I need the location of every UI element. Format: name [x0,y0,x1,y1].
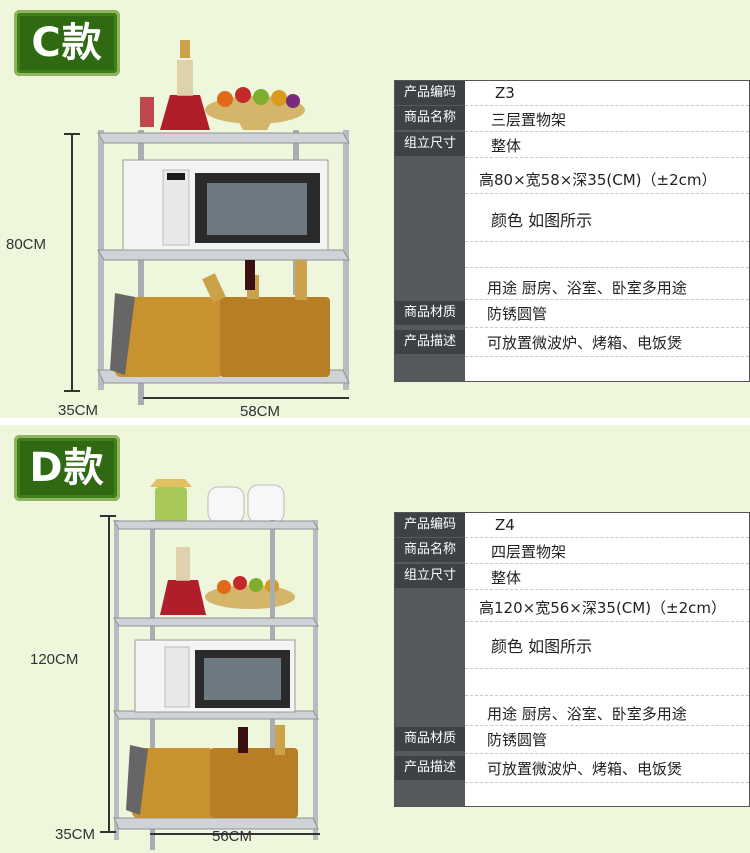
spec-table-d: 产品编码 Z4 商品名称 四层置物架 组立尺寸 整体 高120×宽56×深35(… [394,512,750,807]
spec-use: 用途 厨房、浴室、卧室多用途 [487,279,687,297]
section-d: D款 [0,425,750,853]
width-dimension-line [143,397,349,399]
spec-row-assembly: 组立尺寸 整体 [395,564,749,588]
shelf-3-tier-image [97,40,350,405]
jar-icon [150,479,285,524]
height-dimension-cap [64,390,80,392]
depth-dimension: 35CM [55,826,96,843]
spec-size: 高80×宽58×深35(CM)（±2cm） [479,171,717,189]
microwave-icon [134,639,296,713]
spec-row-description: 产品描述 可放置微波炉、烤箱、电饭煲 [395,330,749,354]
spec-row-code: 产品编码 Z4 [395,513,749,537]
height-dimension: 80CM [6,236,47,253]
height-dimension-cap [100,831,116,833]
spec-row-material: 商品材质 防锈圆管 [395,301,749,325]
spec-size: 高120×宽56×深35(CM)（±2cm） [479,599,727,617]
spec-table-c: 产品编码 Z3 商品名称 三层置物架 组立尺寸 整体 高80×宽58×深35(C… [394,80,750,382]
decanter-icon [140,40,210,130]
spec-row-name: 商品名称 三层置物架 [395,106,749,130]
spec-use: 用途 厨房、浴室、卧室多用途 [487,705,687,723]
spec-row-description: 产品描述 可放置微波炉、烤箱、电饭煲 [395,756,749,780]
microwave-icon [122,159,329,251]
height-dimension-cap [64,133,80,135]
spec-row-assembly: 组立尺寸 整体 [395,132,749,156]
shelf-4-tier-image [113,479,319,850]
spec-color: 颜色 如图所示 [491,637,593,656]
badge-c: C款 [14,10,120,76]
fruit-bowl-icon [205,576,295,609]
height-dimension: 120CM [30,651,79,668]
depth-dimension: 35CM [58,402,99,419]
width-dimension: 58CM [240,403,281,420]
spec-row-material: 商品材质 防锈圆管 [395,727,749,751]
spec-row-code: 产品编码 Z3 [395,81,749,105]
height-dimension-line [71,133,73,391]
width-dimension: 56CM [212,828,253,845]
height-dimension-cap [100,515,116,517]
section-c: C款 [0,0,750,420]
wicker-basket-icon [110,260,330,377]
spec-color: 颜色 如图所示 [491,211,593,230]
width-dimension-line [150,833,320,835]
spec-row-name: 商品名称 四层置物架 [395,538,749,562]
fruit-bowl-icon [205,87,305,130]
height-dimension-line [108,515,110,833]
wicker-basket-icon [126,725,298,818]
badge-d: D款 [14,435,120,501]
decanter-icon [160,547,206,615]
